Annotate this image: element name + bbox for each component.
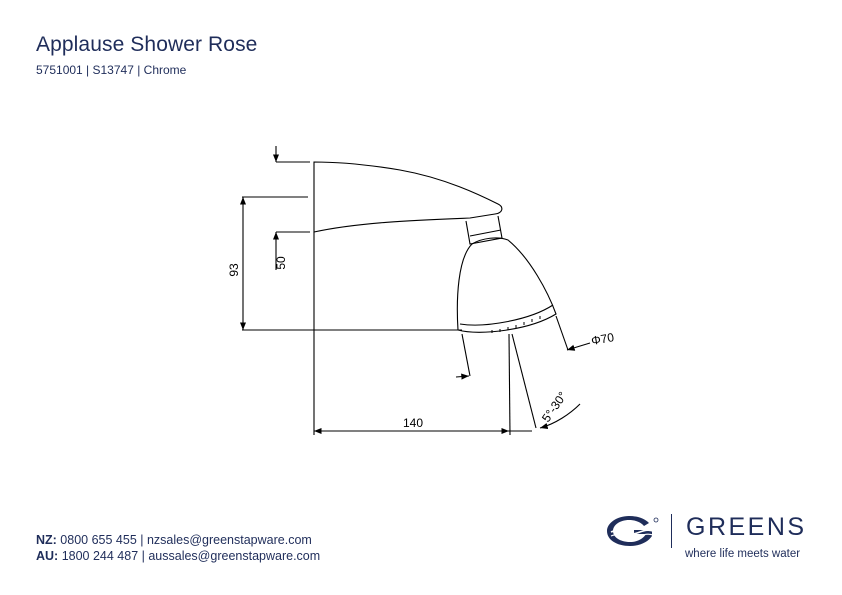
dim-50-label: 50 [274, 256, 288, 270]
au-contact-text: 1800 244 487 | aussales@greenstapware.co… [58, 549, 321, 563]
dim-140-label: 140 [403, 416, 423, 430]
product-codes: 5751001 | S13747 | Chrome [36, 63, 187, 77]
dim-93-label: 93 [227, 263, 241, 277]
au-label: AU: [36, 549, 59, 563]
page-title: Applause Shower Rose [36, 33, 258, 56]
nz-label: NZ: [36, 533, 57, 547]
contact-au: AU: 1800 244 487 | aussales@greenstapwar… [36, 549, 320, 563]
greens-logo-icon [607, 516, 659, 546]
nz-contact-text: 0800 655 455 | nzsales@greenstapware.com [56, 533, 312, 547]
swivel-nut [465, 215, 503, 245]
nozzle-holes [491, 316, 541, 333]
shower-head [456, 237, 557, 333]
contact-nz: NZ: 0800 655 455 | nzsales@greenstapware… [36, 533, 312, 547]
brand-tagline: where life meets water [685, 548, 801, 560]
dim-diameter-label: Φ70 [590, 330, 615, 348]
shower-arm [313, 161, 503, 233]
logo-divider [671, 514, 672, 548]
brand-name: GREENS [686, 513, 807, 541]
dim-angle-label: 5°-30° [539, 389, 570, 425]
